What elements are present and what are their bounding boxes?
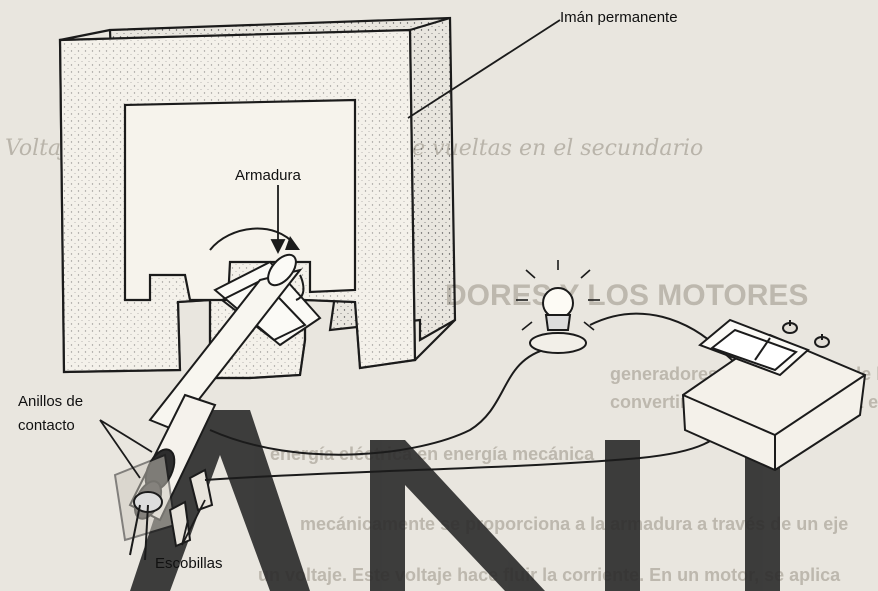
meter [683,320,865,470]
contact-rings-label-line1: Anillos de [18,393,83,410]
contact-rings-label-line2: contacto [18,417,75,434]
magnet-label: Imán permanente [560,9,678,26]
bleed-line-3: DORES Y LOS MOTORES [445,279,808,312]
brushes-label: Escobillas [155,555,223,572]
armature-label: Armadura [235,167,302,184]
